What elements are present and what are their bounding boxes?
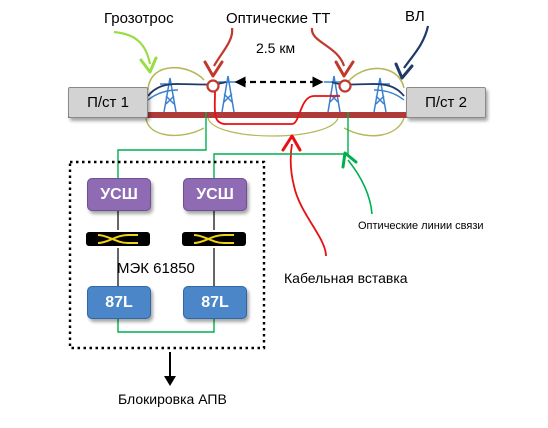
cable-insert-label: Кабельная вставка (284, 270, 408, 286)
relay-right: 87L (183, 286, 247, 319)
ct-pointer-left (213, 27, 234, 67)
conductor-left-2 (147, 89, 179, 101)
conductor-right-2 (373, 89, 405, 101)
ar-block-arrow-head (164, 376, 176, 386)
comm-unit-right: УСШ (183, 178, 247, 211)
substation-2-box: П/ст 2 (406, 87, 486, 118)
protection-cabinet-frame (68, 160, 266, 350)
comm-unit-right-label: УСШ (196, 185, 234, 203)
tower-3 (324, 75, 344, 113)
optical-link-pointer (347, 159, 373, 215)
substation-1-label: П/ст 1 (87, 94, 129, 111)
comm-unit-left-label: УСШ (100, 185, 138, 203)
groundwire-under-left (145, 117, 205, 137)
tower-1 (160, 77, 180, 113)
cable-left (213, 91, 340, 125)
groundwire-loop-left (147, 66, 205, 91)
optical-link-right (213, 112, 349, 178)
relay-left: 87L (87, 286, 151, 319)
comm-unit-left: УСШ (87, 178, 151, 211)
optical-ct-right (338, 79, 352, 93)
cable-pointer-head (281, 134, 302, 152)
optical-links-label: Оптические линии связи (358, 220, 484, 232)
groundwire-loop-right (347, 67, 405, 89)
relay-left-label: 87L (105, 293, 133, 311)
line-label: ВЛ (405, 8, 425, 25)
ar-block-label: Блокировка АПВ (118, 391, 227, 407)
line-pointer (403, 25, 430, 69)
optical-ct-label: Оптические ТТ (226, 10, 331, 27)
optical-switch-right (182, 232, 246, 246)
ct-pointer-right (310, 27, 346, 67)
tower-2 (218, 75, 238, 113)
optical-link-left (117, 112, 207, 178)
substation-1-box: П/ст 1 (68, 87, 148, 118)
distance-label: 2.5 км (256, 40, 296, 56)
optical-ct-left (206, 79, 220, 93)
relay-interlink (117, 318, 215, 333)
power-line-bar (68, 112, 484, 118)
optical-switch-left (86, 232, 150, 246)
optical-link-pointer-head (341, 151, 358, 169)
groundwire-under-mid (207, 117, 339, 137)
groundwire-pointer-head (139, 56, 158, 74)
groundwire-pointer (113, 30, 152, 65)
protocol-label: МЭК 61850 (117, 260, 195, 277)
groundwire-label: Грозотрос (104, 10, 174, 27)
relay-right-label: 87L (201, 293, 229, 311)
cable-pointer (289, 143, 327, 257)
substation-2-label: П/ст 2 (425, 94, 467, 111)
tower-4 (370, 77, 390, 113)
groundwire-under-right (343, 117, 405, 137)
ct-pointer-right-head (334, 60, 355, 78)
line-pointer-head (394, 62, 414, 80)
ct-pointer-left-head (203, 60, 224, 78)
